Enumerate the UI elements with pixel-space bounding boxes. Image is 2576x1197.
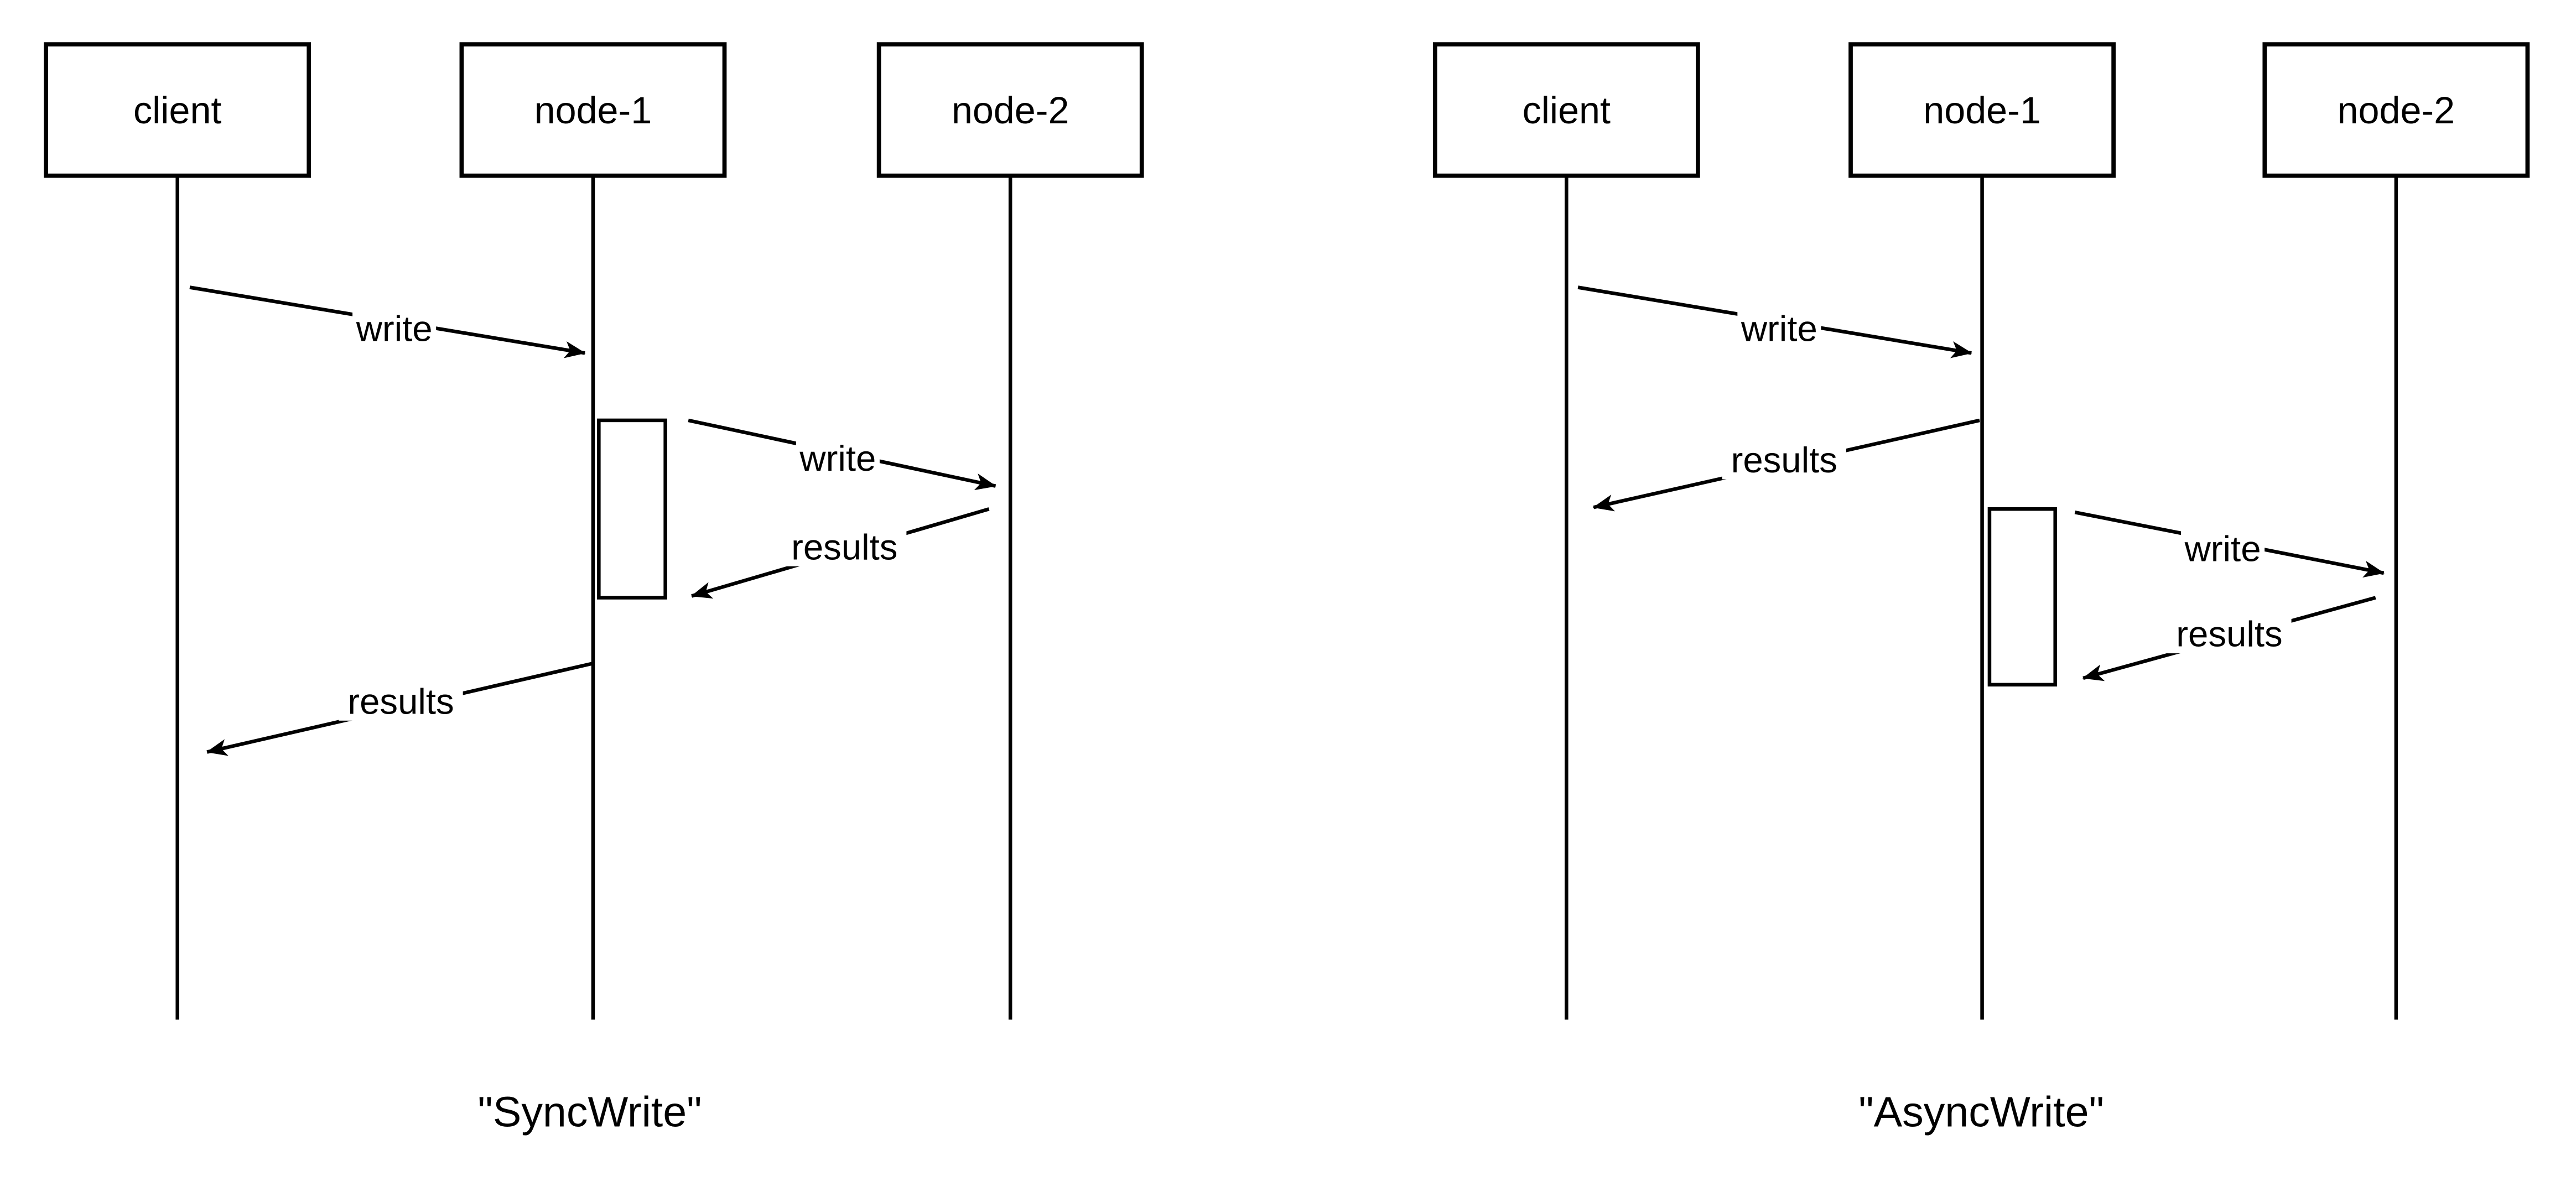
message-label: write: [799, 438, 876, 478]
message-label-bg: [1737, 309, 1821, 348]
actor-box-client: [44, 42, 311, 178]
message-label: results: [1731, 440, 1837, 480]
message-label: results: [347, 681, 454, 721]
message-label: write: [2184, 528, 2261, 569]
message-label-bg: [1722, 440, 1846, 480]
diagram-caption: "AsyncWrite": [1858, 1089, 2104, 1136]
message-label-bg: [352, 309, 437, 348]
actor-label: node-1: [534, 90, 652, 132]
actor-box-node-1: [1848, 42, 2116, 178]
actor-box-node-1: [459, 42, 727, 178]
actor-box-node-2: [876, 42, 1144, 178]
diagram-syncwrite: client node-1 node-2 write write results resul…: [44, 42, 1144, 1136]
message-label-bg: [782, 527, 907, 566]
message-label: results: [791, 527, 897, 567]
message-label-bg: [796, 438, 880, 478]
actor-label: client: [1523, 90, 1611, 132]
diagram-layer: client node-1 node-2 write write results resul…: [44, 42, 2530, 1136]
diagram-caption: "SyncWrite": [477, 1089, 702, 1136]
message-label: write: [1741, 309, 1817, 349]
actor-label: node-1: [1923, 90, 2041, 132]
diagram-asyncwrite: client node-1 node-2 write results write resul…: [1432, 42, 2530, 1136]
actor-box-client: [1432, 42, 1700, 178]
message-label: write: [356, 309, 433, 349]
activation-bar: [1987, 507, 2057, 687]
activation-bar: [597, 418, 667, 600]
actor-label: client: [133, 90, 221, 132]
message-label-bg: [2181, 529, 2265, 568]
actor-label: node-2: [952, 90, 1069, 132]
message-label: results: [2176, 614, 2282, 654]
actor-label: node-2: [2338, 90, 2455, 132]
message-label-bg: [339, 681, 463, 721]
message-label-bg: [2167, 614, 2292, 654]
actor-box-node-2: [2262, 42, 2530, 178]
